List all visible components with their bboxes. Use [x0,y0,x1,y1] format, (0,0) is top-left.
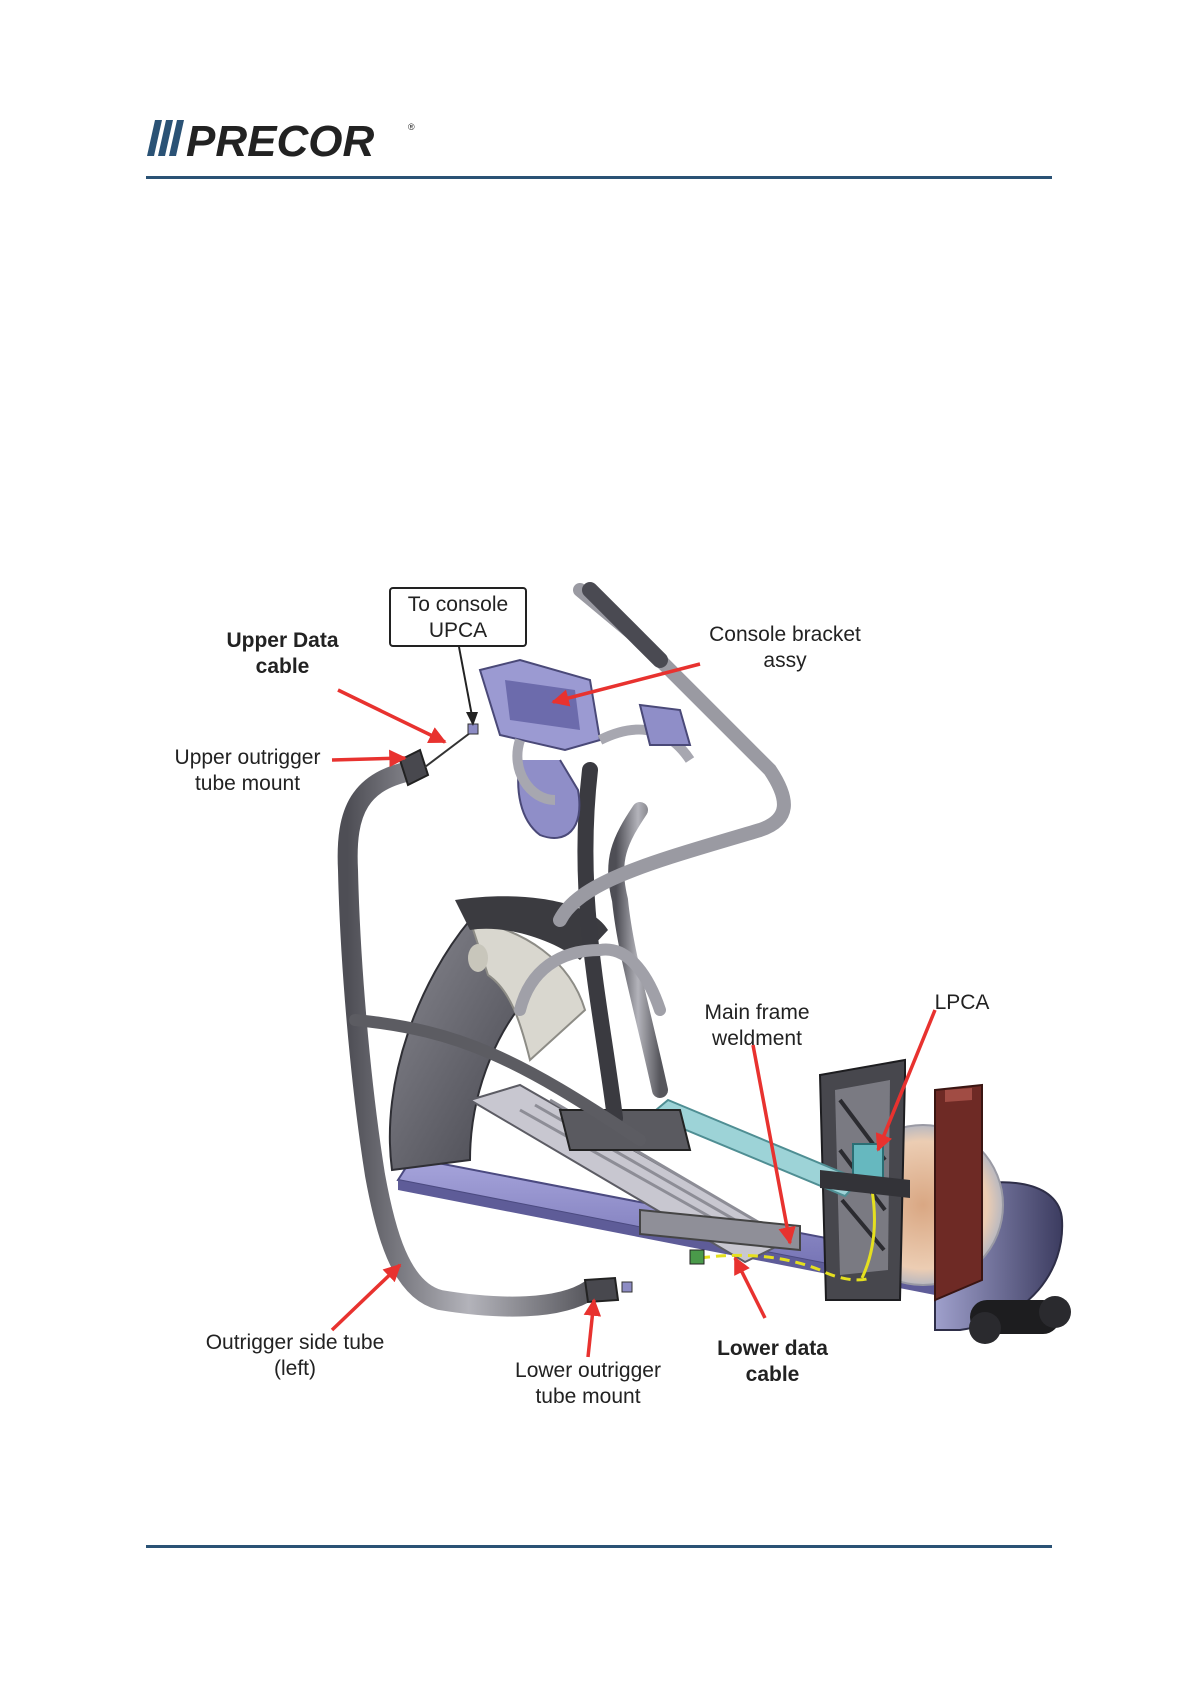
label-upper-outrigger-tube-mount: Upper outrigger tube mount [160,745,335,797]
arrow-outrigger-side-tube [332,1265,400,1330]
label-lower-data-cable: Lower data cable [705,1336,840,1388]
arrow-to-console-upca [459,647,472,716]
upper-data-cable [425,724,478,767]
label-console-bracket-assy: Console bracket assy [690,622,880,674]
callout-line-2: UPCA [391,618,525,644]
label-outrigger-side-tube: Outrigger side tube (left) [190,1330,400,1382]
label-upper-data-cable: Upper Data cable [205,628,360,680]
brake-support [935,1085,982,1300]
arrow-upper-outrigger-mount [332,758,405,760]
to-console-upca-callout: To console UPCA [389,587,527,647]
callout-line-1: To console [391,592,525,618]
arrow-upper-data-cable [338,690,445,742]
lower-outrigger-tube-mount [585,1278,632,1302]
label-lpca: LPCA [922,990,1002,1016]
label-main-frame-weldment: Main frame weldment [682,1000,832,1052]
arrow-lower-data-cable [735,1258,765,1318]
label-lower-outrigger-tube-mount: Lower outrigger tube mount [498,1358,678,1410]
arrow-lower-outrigger-mount [588,1300,594,1357]
